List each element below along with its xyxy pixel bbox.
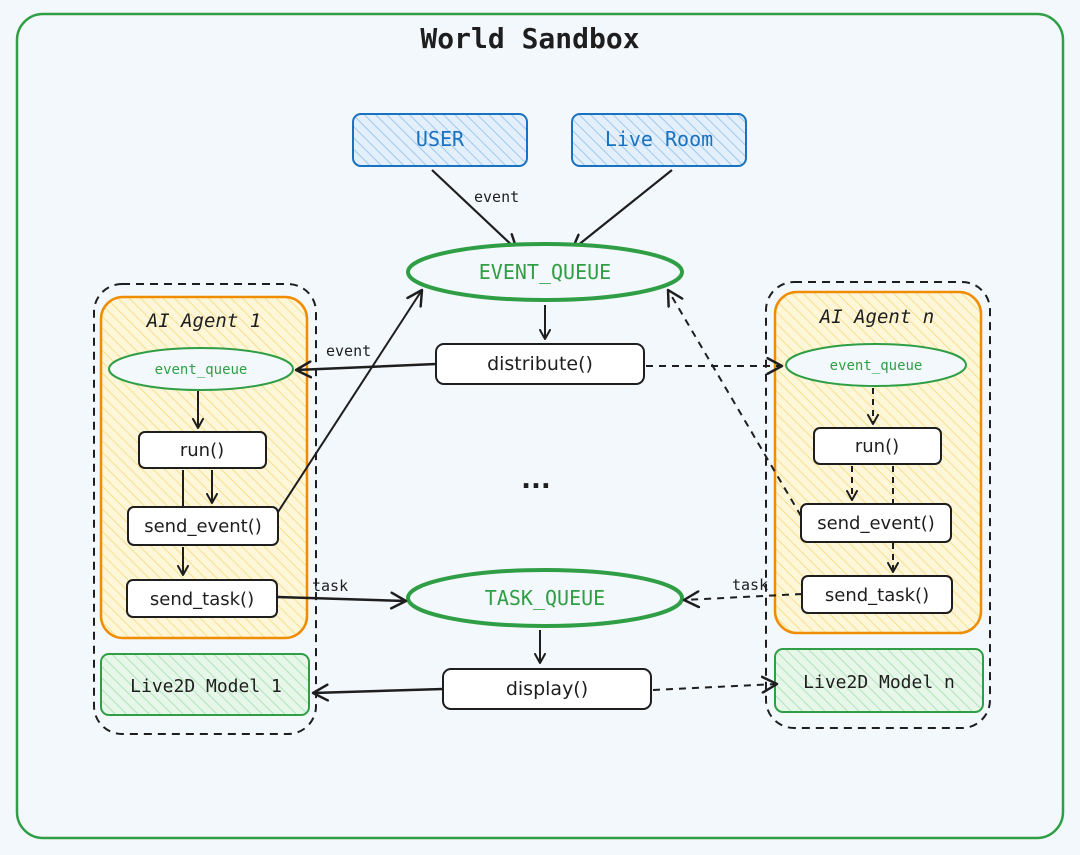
more-agents-ellipsis: ... (521, 465, 551, 495)
agent-1-event-queue-node: event_queue (108, 347, 294, 391)
agent-n-send-event-label: send_event() (817, 513, 935, 534)
agent-n-event-queue-node: event_queue (785, 343, 967, 387)
agent-1-model-node: Live2D Model 1 (100, 653, 310, 716)
edge-user-to-event-queue (431, 169, 517, 250)
agent-1-run-node: run() (138, 431, 267, 469)
agent-1-model-label: Live2D Model 1 (130, 676, 282, 697)
edge-label-task-right: task (732, 576, 768, 594)
agent-1-event-queue-label: event_queue (155, 362, 248, 378)
agent-n-model-label: Live2D Model n (803, 672, 955, 693)
agent-n-send-task-label: send_task() (825, 585, 929, 606)
event-queue-node: EVENT_QUEUE (406, 242, 684, 302)
agent-1-run-label: run() (180, 440, 224, 461)
distribute-label: distribute() (487, 353, 593, 375)
agent-n-send-task-node: send_task() (801, 575, 953, 614)
task-queue-node: TASK_QUEUE (406, 568, 684, 628)
edge-label-task-left: task (312, 577, 348, 595)
edge-agent-n-send-event-to-event-queue (668, 290, 802, 517)
edge-display-to-model-1 (313, 689, 444, 693)
agent-1-send-event-node: send_event() (127, 506, 279, 546)
sandbox-title: World Sandbox (420, 22, 639, 55)
agent-1-title: AI Agent 1 (146, 310, 261, 332)
live-room-source-node: Live Room (571, 113, 747, 167)
display-node: display() (442, 668, 652, 710)
task-queue-label: TASK_QUEUE (485, 586, 605, 610)
agent-n-model-node: Live2D Model n (774, 648, 984, 713)
edge-label-user-event: event (474, 188, 519, 206)
edge-agent-1-send-task-to-task-queue (276, 597, 406, 601)
agent-n-run-label: run() (855, 436, 899, 457)
agent-1-group (93, 283, 317, 735)
live-room-source-label: Live Room (605, 127, 713, 151)
edge-distribute-to-agent-1 (296, 364, 437, 370)
user-source-label: USER (416, 127, 465, 151)
edge-agent-1-send-event-to-event-queue (277, 290, 422, 513)
edge-label-distribute-event: event (326, 342, 371, 360)
agent-1-send-task-node: send_task() (126, 579, 278, 618)
user-source-node: USER (352, 113, 528, 167)
agent-n-send-event-node: send_event() (800, 503, 952, 543)
edge-live-room-to-event-queue (572, 169, 673, 250)
edge-agent-n-send-task-to-task-queue (684, 594, 803, 600)
agent-n-group (765, 281, 991, 729)
agent-1-send-task-label: send_task() (150, 589, 254, 610)
agent-n-run-node: run() (813, 427, 942, 465)
display-label: display() (506, 678, 588, 700)
event-queue-label: EVENT_QUEUE (479, 260, 611, 284)
distribute-node: distribute() (435, 343, 645, 385)
agent-n-event-queue-label: event_queue (830, 358, 923, 374)
agent-1-send-event-label: send_event() (144, 516, 262, 537)
agent-n-title: AI Agent n (819, 306, 934, 328)
